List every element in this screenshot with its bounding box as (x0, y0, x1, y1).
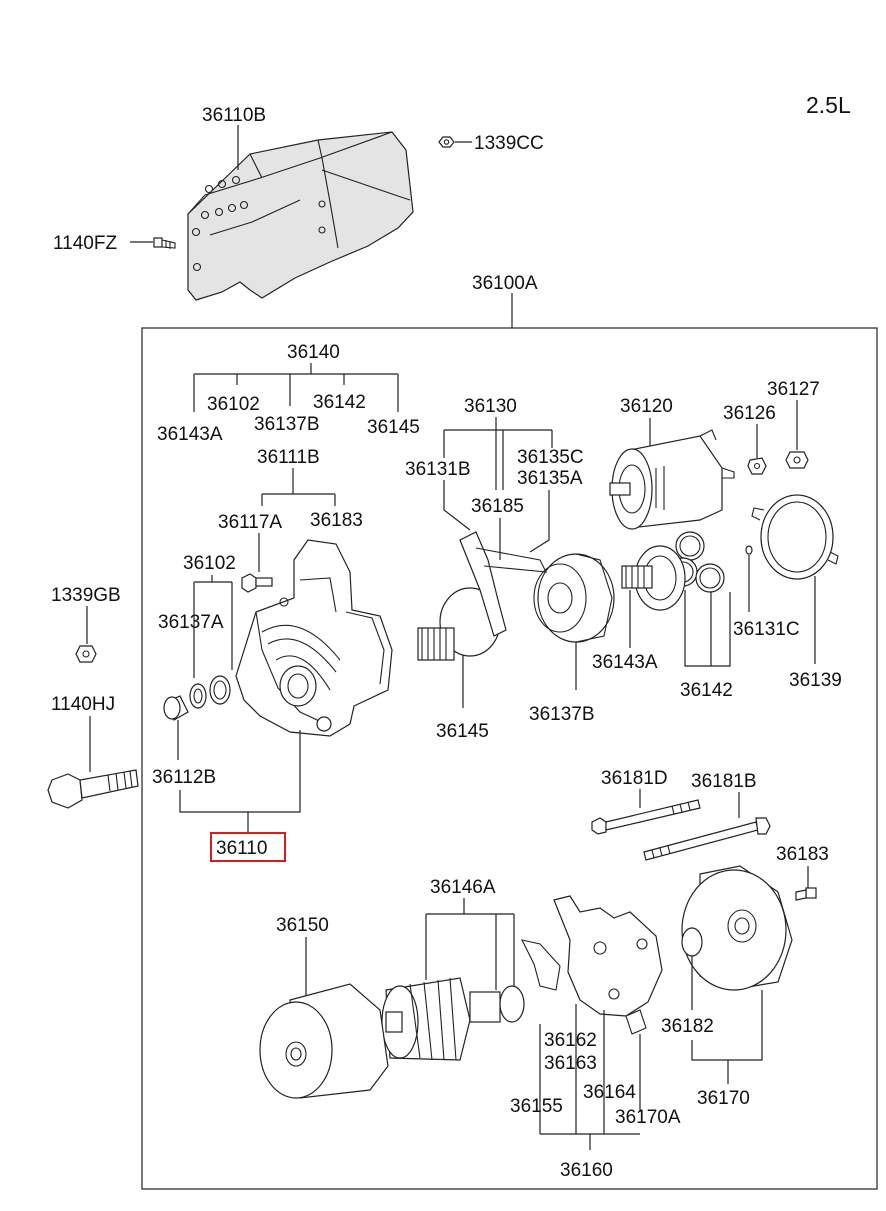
label-36170A[interactable]: 36170A (615, 1107, 681, 1128)
solenoid-part[interactable] (609, 429, 735, 530)
label-36146A[interactable]: 36146A (430, 877, 496, 898)
label-36137B-a[interactable]: 36137B (254, 414, 320, 435)
rear-housing-36170[interactable] (681, 865, 793, 991)
label-36102-b[interactable]: 36102 (183, 553, 236, 574)
label-36112B[interactable]: 36112B (152, 767, 216, 788)
highlight-box-36110 (210, 832, 286, 862)
label-36183-a[interactable]: 36183 (310, 510, 363, 531)
washer-36137A[interactable] (189, 683, 207, 709)
label-36142-b[interactable]: 36142 (680, 680, 733, 701)
bolt-1140FZ[interactable] (153, 237, 176, 249)
ring-36139[interactable] (751, 494, 839, 580)
label-36145-a[interactable]: 36145 (367, 417, 420, 438)
label-36145-b[interactable]: 36145 (436, 721, 489, 742)
front-housing-part[interactable] (235, 539, 393, 737)
label-36160[interactable]: 36160 (560, 1160, 613, 1181)
bolt-36117A[interactable] (241, 573, 273, 593)
label-36127[interactable]: 36127 (767, 379, 820, 400)
label-1140HJ[interactable]: 1140HJ (51, 694, 115, 715)
bushing-36112B[interactable] (163, 695, 189, 721)
gear-housing-36137B[interactable] (533, 553, 615, 643)
nut-1339GB[interactable] (75, 645, 97, 663)
label-36164[interactable]: 36164 (583, 1082, 636, 1103)
label-36126[interactable]: 36126 (723, 403, 776, 424)
bolt-1140HJ[interactable] (47, 769, 139, 809)
label-36111B[interactable]: 36111B (257, 447, 320, 468)
through-bolt-36181B[interactable] (643, 817, 771, 861)
label-36150[interactable]: 36150 (276, 915, 329, 936)
label-36181B[interactable]: 36181B (691, 771, 757, 792)
label-36181D[interactable]: 36181D (601, 768, 668, 789)
label-36140[interactable]: 36140 (287, 342, 340, 363)
label-36135A[interactable]: 36135A (517, 468, 583, 489)
label-36139[interactable]: 36139 (789, 670, 842, 691)
label-36182[interactable]: 36182 (661, 1016, 714, 1037)
label-36142-a[interactable]: 36142 (313, 392, 366, 413)
nut-1339CC[interactable] (438, 136, 455, 148)
label-36102-a[interactable]: 36102 (207, 394, 260, 415)
heat-shield-part[interactable] (187, 131, 414, 301)
through-bolt-36181D[interactable] (591, 799, 701, 835)
armature-36146A[interactable] (381, 977, 525, 1061)
label-36110B[interactable]: 36110B (202, 105, 266, 126)
label-36100A[interactable]: 36100A (472, 273, 538, 294)
label-36131C[interactable]: 36131C (733, 619, 800, 640)
label-36143A-b[interactable]: 36143A (592, 652, 658, 673)
label-36120[interactable]: 36120 (620, 396, 673, 417)
label-36135C[interactable]: 36135C (517, 447, 584, 468)
shaft-36143A[interactable] (621, 545, 686, 611)
label-36155[interactable]: 36155 (510, 1096, 563, 1117)
yoke-36150[interactable] (259, 983, 389, 1099)
seal-36102[interactable] (209, 675, 231, 705)
label-36117A[interactable]: 36117A (218, 512, 282, 533)
label-36137A[interactable]: 36137A (158, 612, 224, 633)
pin-36131C[interactable] (745, 545, 753, 555)
label-36183-b[interactable]: 36183 (776, 844, 829, 865)
label-1140FZ[interactable]: 1140FZ (53, 233, 117, 254)
nut-36127[interactable] (785, 451, 809, 469)
screw-36183[interactable] (795, 887, 817, 901)
engine-label: 2.5L (806, 92, 851, 118)
label-36110[interactable]: 36110 (216, 838, 267, 859)
label-36137B-b[interactable]: 36137B (529, 704, 595, 725)
label-36170[interactable]: 36170 (697, 1088, 750, 1109)
label-36131B[interactable]: 36131B (405, 459, 471, 480)
pinion-36145[interactable] (417, 531, 547, 661)
label-36185[interactable]: 36185 (471, 496, 524, 517)
label-36162[interactable]: 36162 (544, 1030, 597, 1051)
label-1339CC[interactable]: 1339CC (474, 133, 544, 154)
label-36143A-a[interactable]: 36143A (157, 424, 223, 445)
assembly-box (141, 327, 878, 1190)
label-36130[interactable]: 36130 (464, 396, 517, 417)
label-36163[interactable]: 36163 (544, 1053, 597, 1074)
nut-36126[interactable] (747, 457, 767, 475)
label-1339GB[interactable]: 1339GB (51, 585, 121, 606)
brush-holder-36160[interactable] (520, 895, 663, 1035)
